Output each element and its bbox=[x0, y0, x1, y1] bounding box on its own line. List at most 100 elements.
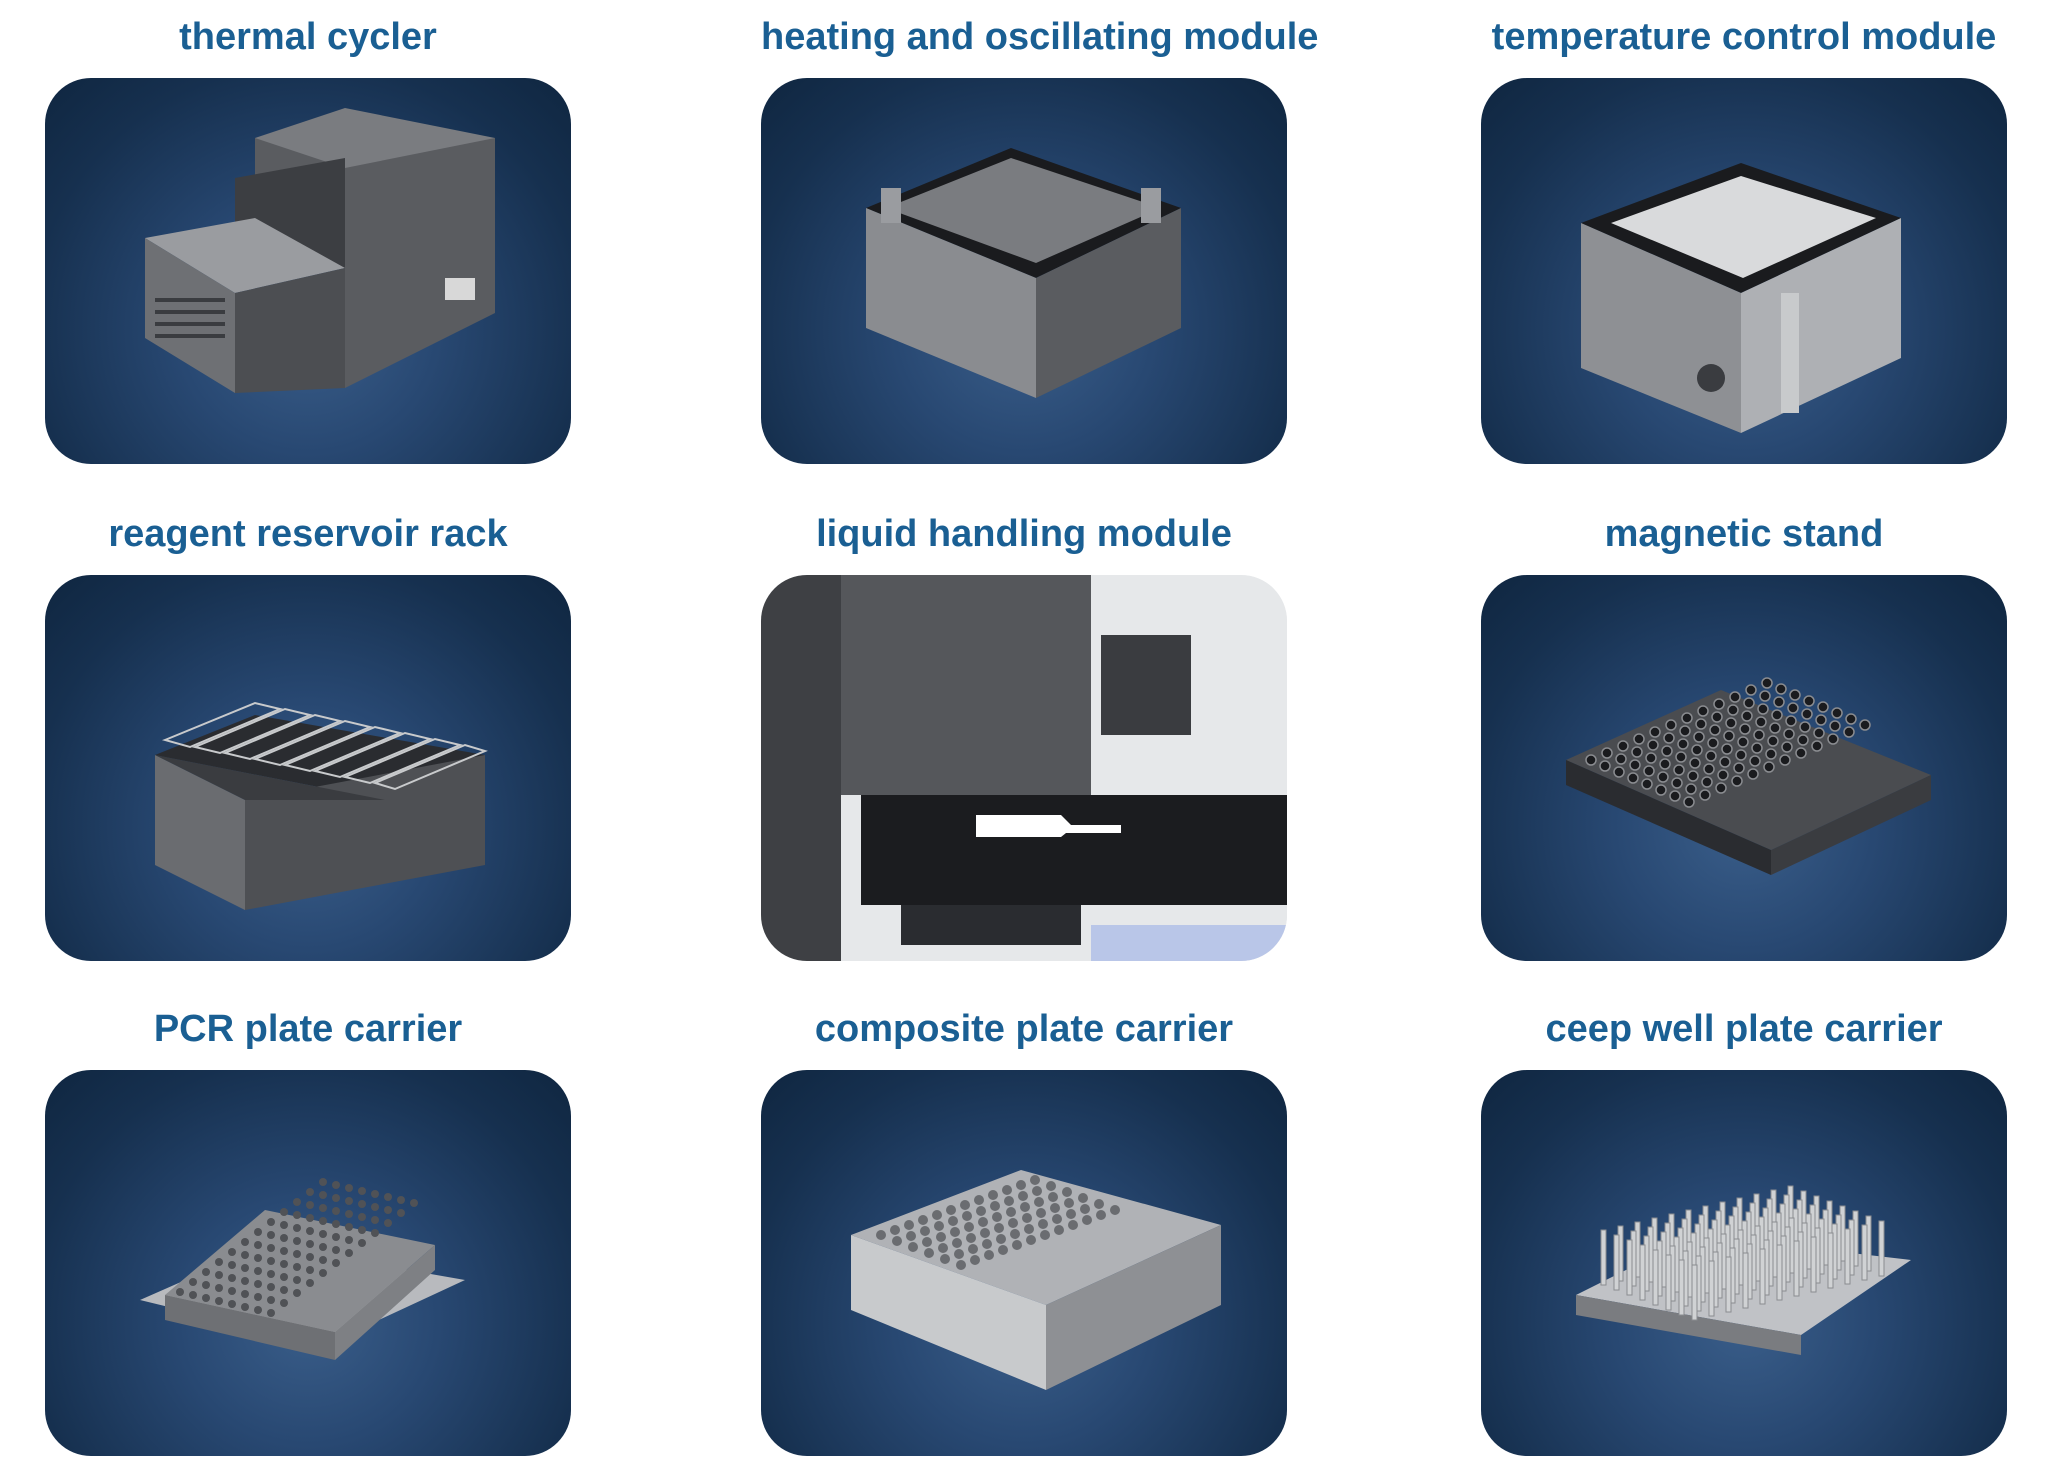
well bbox=[1026, 1235, 1036, 1245]
well bbox=[1080, 1204, 1090, 1214]
well bbox=[988, 1190, 998, 1200]
well bbox=[358, 1187, 366, 1195]
well bbox=[1715, 782, 1727, 794]
well bbox=[228, 1248, 236, 1256]
well bbox=[1751, 742, 1763, 754]
well bbox=[1024, 1224, 1034, 1234]
well bbox=[1717, 769, 1729, 781]
well bbox=[1773, 696, 1785, 708]
well bbox=[1012, 1240, 1022, 1250]
well bbox=[228, 1287, 236, 1295]
well bbox=[176, 1288, 184, 1296]
well bbox=[267, 1283, 275, 1291]
well bbox=[964, 1222, 974, 1232]
well bbox=[962, 1211, 972, 1221]
well bbox=[1737, 736, 1749, 748]
well bbox=[934, 1221, 944, 1231]
well bbox=[215, 1258, 223, 1266]
well bbox=[1743, 697, 1755, 709]
well bbox=[998, 1245, 1008, 1255]
well bbox=[241, 1264, 249, 1272]
well bbox=[984, 1250, 994, 1260]
well bbox=[1599, 760, 1611, 772]
well bbox=[319, 1204, 327, 1212]
well bbox=[1006, 1207, 1016, 1217]
well bbox=[1845, 713, 1857, 725]
well bbox=[202, 1281, 210, 1289]
well bbox=[293, 1263, 301, 1271]
well bbox=[1767, 735, 1779, 747]
well bbox=[1799, 721, 1811, 733]
well bbox=[254, 1293, 262, 1301]
well bbox=[1679, 725, 1691, 737]
well bbox=[1815, 714, 1827, 726]
well bbox=[1016, 1180, 1026, 1190]
well bbox=[293, 1198, 301, 1206]
well bbox=[319, 1243, 327, 1251]
well bbox=[332, 1246, 340, 1254]
well bbox=[1711, 711, 1723, 723]
well bbox=[1723, 730, 1735, 742]
well bbox=[1585, 754, 1597, 766]
well bbox=[1759, 690, 1771, 702]
well bbox=[1050, 1203, 1060, 1213]
well bbox=[1765, 748, 1777, 760]
well bbox=[397, 1196, 405, 1204]
well bbox=[280, 1208, 288, 1216]
well bbox=[358, 1226, 366, 1234]
well bbox=[978, 1217, 988, 1227]
well bbox=[384, 1193, 392, 1201]
well bbox=[960, 1200, 970, 1210]
well bbox=[990, 1201, 1000, 1211]
well bbox=[254, 1306, 262, 1314]
well bbox=[384, 1206, 392, 1214]
well bbox=[241, 1290, 249, 1298]
well bbox=[936, 1232, 946, 1242]
well bbox=[1631, 746, 1643, 758]
well bbox=[1657, 771, 1669, 783]
well bbox=[1729, 691, 1741, 703]
well bbox=[306, 1240, 314, 1248]
well bbox=[1781, 741, 1793, 753]
pin bbox=[1793, 1240, 1800, 1297]
well bbox=[397, 1209, 405, 1217]
well bbox=[241, 1251, 249, 1259]
well bbox=[1785, 715, 1797, 727]
well bbox=[920, 1226, 930, 1236]
module-card-pcr-plate-carrier: PCR plate carrier bbox=[45, 1000, 571, 1456]
well bbox=[1719, 756, 1731, 768]
pin bbox=[1708, 1260, 1715, 1317]
well bbox=[280, 1234, 288, 1242]
well bbox=[293, 1224, 301, 1232]
well bbox=[228, 1274, 236, 1282]
well bbox=[956, 1260, 966, 1270]
well bbox=[1771, 709, 1783, 721]
well bbox=[241, 1303, 249, 1311]
well bbox=[1613, 766, 1625, 778]
well bbox=[254, 1280, 262, 1288]
well bbox=[280, 1247, 288, 1255]
well bbox=[1030, 1175, 1040, 1185]
well bbox=[332, 1233, 340, 1241]
well bbox=[345, 1249, 353, 1257]
well bbox=[228, 1261, 236, 1269]
pin bbox=[1827, 1232, 1834, 1289]
pin bbox=[1742, 1252, 1749, 1309]
well bbox=[892, 1236, 902, 1246]
well bbox=[966, 1233, 976, 1243]
heating-oscillating-module-image bbox=[761, 78, 1287, 464]
well bbox=[980, 1228, 990, 1238]
well bbox=[319, 1217, 327, 1225]
well bbox=[332, 1220, 340, 1228]
well bbox=[1795, 747, 1807, 759]
well bbox=[202, 1294, 210, 1302]
well bbox=[1022, 1213, 1032, 1223]
well bbox=[976, 1206, 986, 1216]
well bbox=[1721, 743, 1733, 755]
well bbox=[946, 1205, 956, 1215]
well bbox=[254, 1267, 262, 1275]
pin bbox=[1691, 1264, 1698, 1321]
well bbox=[1669, 790, 1681, 802]
well bbox=[293, 1237, 301, 1245]
module-card-heating-oscillating: heating and oscillating module bbox=[761, 8, 1318, 464]
